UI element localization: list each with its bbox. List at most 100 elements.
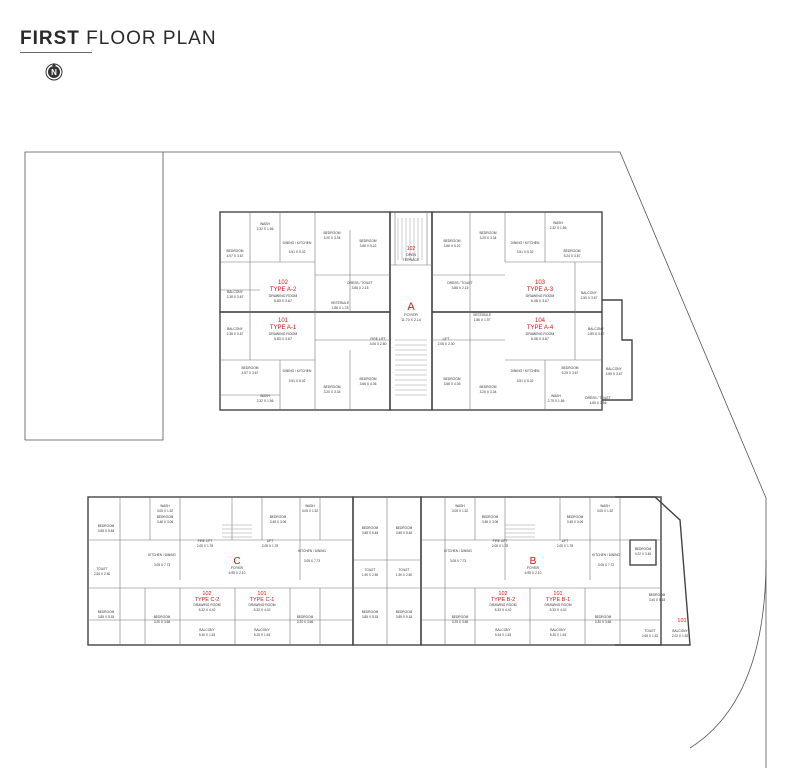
core-letter: B bbox=[530, 556, 537, 567]
core-letter: C bbox=[233, 556, 240, 567]
room-name: BALCONY bbox=[606, 367, 623, 371]
room-name: BEDROOM bbox=[98, 524, 115, 528]
room-dim: 4.22 X 3.45 bbox=[635, 552, 652, 556]
core-letter: A bbox=[407, 301, 415, 313]
unit-c1: 101 TYPE C-1 DRAWING ROOM 5.32 X 4.42 bbox=[249, 591, 276, 612]
room-dim: 3.20 X 3.34 bbox=[324, 236, 341, 240]
room-dim: 5.30 X 1.53 bbox=[199, 633, 216, 637]
core-name: FOYER bbox=[231, 566, 244, 570]
room-dim: 3.05 X 1.52 bbox=[452, 509, 469, 513]
room-name: BEDROOM bbox=[226, 249, 243, 253]
room-dim: 2.75 X 1.56 bbox=[548, 399, 565, 403]
room-name: KITCHEN / DINING bbox=[444, 549, 472, 553]
unit-dim: 5.83 X 3.67 bbox=[274, 337, 292, 341]
compass-north-icon: N bbox=[45, 63, 63, 81]
room-dim: 5.25 X 3.67 bbox=[562, 371, 579, 375]
room-name: BEDROOM bbox=[443, 239, 460, 243]
room-dim: 3.06 X 2.80 bbox=[370, 342, 387, 346]
room-dim: 3.40 X 5.18 bbox=[649, 598, 666, 602]
room-dim: 3.51 X 5.32 bbox=[517, 250, 534, 254]
room-name: BEDROOM bbox=[479, 231, 496, 235]
block-a: A FOYER 11.70 X 2.14 102 OPEN TERRACE 10… bbox=[219, 211, 633, 411]
room-name: VESTIBULE bbox=[331, 301, 350, 305]
unit-c2: 102 TYPE C-2 DRAWING ROOM 5.32 X 4.42 bbox=[194, 591, 221, 612]
room-name: BEDROOM bbox=[297, 615, 314, 619]
room-name: BEDROOM bbox=[561, 366, 578, 370]
room-dim: 2.05 X 1.78 bbox=[197, 544, 214, 548]
room-name: LIFT bbox=[267, 539, 274, 543]
block-a-room-labels: WASH 2.32 X 1.56 DINING / KITCHEN 3.51 X… bbox=[226, 221, 622, 405]
unit-room: DRAWING ROOM bbox=[269, 332, 298, 336]
room-name: TOILET bbox=[644, 629, 655, 633]
room-name: TOILET bbox=[398, 568, 409, 572]
room-name: BEDROOM bbox=[635, 547, 652, 551]
room-dim: 3.85 X 5.48 bbox=[362, 531, 379, 535]
room-name: KITCHEN / DINING bbox=[592, 553, 620, 557]
unit-num: 103 bbox=[535, 280, 546, 286]
room-dim: 3.85 X 5.18 bbox=[98, 615, 115, 619]
room-dim: 2.80 X 3.67 bbox=[588, 332, 605, 336]
room-name: DINING / KITCHEN bbox=[511, 369, 540, 373]
unit-room: DRAWING ROOM bbox=[526, 294, 555, 298]
unit-type: TYPE C-1 bbox=[250, 597, 275, 603]
room-dim: 3.66 X 4.06 bbox=[444, 382, 461, 386]
room-name: KITCHEN / DINING bbox=[298, 549, 326, 553]
room-name: BEDROOM bbox=[241, 366, 258, 370]
unit-dim: 5.32 X 4.42 bbox=[254, 608, 271, 612]
room-name: BEDROOM bbox=[359, 377, 376, 381]
blocks-c-b: C FOYER 6.95 X 2.10 B FOYER 6.95 X 2.10 … bbox=[87, 496, 691, 646]
room-dim: 3.48 X 3.06 bbox=[567, 520, 584, 524]
room-name: BEDROOM bbox=[479, 385, 496, 389]
unit-room: DRAWING ROOM bbox=[490, 603, 517, 607]
unit-num: 102 bbox=[202, 591, 211, 597]
room-name: BEDROOM bbox=[482, 515, 499, 519]
unit-a3: 103 TYPE A-3 DRAWING ROOM 6.08 X 3.67 bbox=[526, 280, 555, 303]
room-dim: 3.51 X 5.32 bbox=[289, 250, 306, 254]
room-name: KITCHEN / DINING bbox=[148, 553, 176, 557]
title-bold: FIRST bbox=[20, 28, 80, 49]
unit-room: DRAWING ROOM bbox=[249, 603, 276, 607]
room-name: BALCONY bbox=[581, 291, 598, 295]
room-name: BEDROOM bbox=[396, 526, 413, 530]
unit-a2: 102 TYPE A-2 DRAWING ROOM 5.83 X 3.67 bbox=[269, 280, 298, 303]
unit-type: TYPE B-1 bbox=[546, 597, 570, 603]
room-dim: 3.48 X 3.06 bbox=[157, 520, 174, 524]
unit-num: 101 bbox=[278, 318, 289, 324]
room-name: BEDROOM bbox=[563, 249, 580, 253]
room-name: BEDROOM bbox=[154, 615, 171, 619]
room-dim: 3.25 X 3.66 bbox=[452, 620, 469, 624]
room-dim: 2.50 X 3.67 bbox=[581, 296, 598, 300]
block-c-room-labels: BEDROOM 3.85 X 5.48 WASH 3.05 X 1.52 BED… bbox=[94, 504, 379, 637]
room-dim: 3.05 X 7.73 bbox=[304, 559, 321, 563]
room-dim: 3.20 X 3.34 bbox=[480, 236, 497, 240]
room-dim: 5.20 X 1.53 bbox=[254, 633, 271, 637]
room-name: WASH bbox=[551, 394, 561, 398]
room-dim: 2.05 X 1.78 bbox=[492, 544, 509, 548]
room-dim: 3.05 X 7.73 bbox=[154, 563, 171, 567]
room-name: WASH bbox=[260, 394, 270, 398]
room-name: DINING / KITCHEN bbox=[511, 241, 540, 245]
block-b-room-labels: BEDROOM 3.85 X 5.48 WASH 3.05 X 1.52 BED… bbox=[396, 504, 689, 638]
room-dim: 1.90 X 2.50 bbox=[362, 573, 379, 577]
room-name: BEDROOM bbox=[396, 610, 413, 614]
room-dim: 3.05 X 1.52 bbox=[302, 509, 319, 513]
room-name: WASH bbox=[600, 504, 610, 508]
unit-type: TYPE C-2 bbox=[195, 597, 220, 603]
room-name: BALCONY bbox=[672, 629, 688, 633]
room-dim: 4.97 X 3.67 bbox=[242, 371, 259, 375]
room-dim: 5.30 X 1.53 bbox=[550, 633, 567, 637]
room-name: FIRE LIFT bbox=[493, 539, 508, 543]
room-name: BEDROOM bbox=[595, 615, 612, 619]
room-name: WASH bbox=[160, 504, 170, 508]
room-name: BALCONY bbox=[495, 628, 511, 632]
room-name: BEDROOM bbox=[359, 239, 376, 243]
room-name: BALCONY bbox=[227, 290, 244, 294]
unit-num: 101 bbox=[257, 591, 266, 597]
room-dim: 3.05 X 7.72 bbox=[598, 563, 615, 567]
room-dim: 4.65 X 1.56 bbox=[590, 401, 607, 405]
room-name: BEDROOM bbox=[98, 610, 115, 614]
room-dim: 3.66 X 5.22 bbox=[444, 244, 461, 248]
unit-type: TYPE A-1 bbox=[270, 325, 297, 331]
unit-dim: 6.08 X 3.67 bbox=[531, 337, 549, 341]
